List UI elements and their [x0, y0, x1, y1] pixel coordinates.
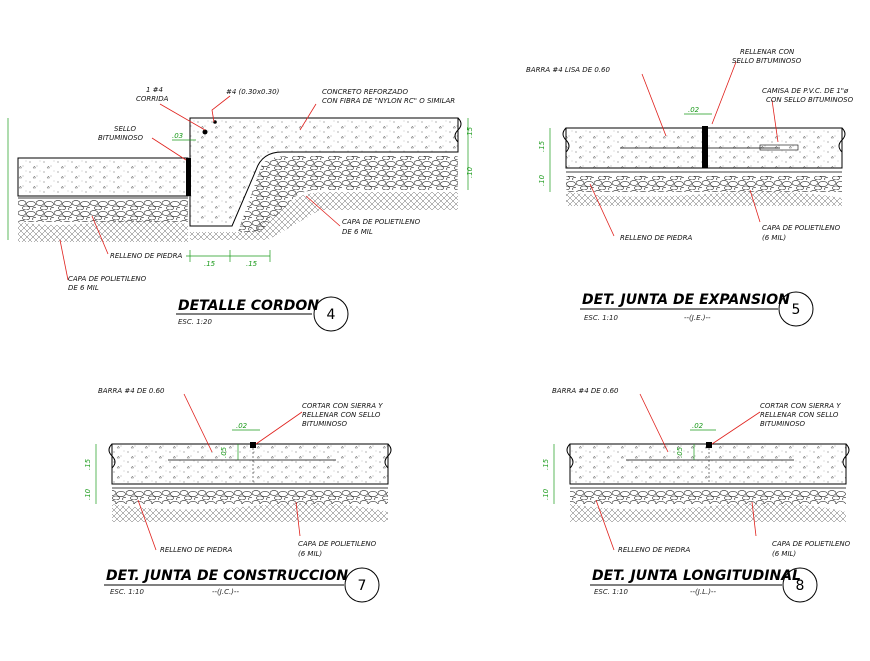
soil-left	[18, 219, 188, 242]
label-cut-3: BITUMINOSO	[302, 420, 348, 428]
label-concrete-2: CON FIBRA DE "NYLON RC" O SIMILAR	[322, 97, 455, 105]
label-concrete-1: CONCRETO REFORZADO	[322, 88, 408, 96]
detail-title: DETALLE CORDON	[178, 298, 319, 314]
detail-code: --(J.C.)--	[212, 588, 239, 596]
label-cut-3: BITUMINOSO	[760, 420, 806, 428]
label-layer-2: (6 MIL)	[772, 550, 796, 558]
label-layer-2: DE 6 MIL	[68, 284, 99, 292]
dim-10: .10	[466, 166, 474, 178]
dim-02: .02	[688, 106, 700, 114]
detail-title: DET. JUNTA LONGITUDINAL	[592, 568, 801, 584]
label-poly-2: DE 6 MIL	[342, 228, 373, 236]
label-bar: BARRA #4 LISA DE 0.60	[526, 66, 610, 74]
label-poly-1: CAPA DE POLIETILENO	[342, 218, 421, 226]
dim-15b: .15	[246, 260, 258, 268]
label-cut-1: CORTAR CON SIERRA Y	[760, 402, 841, 410]
dim-03: .03	[172, 132, 183, 140]
label-layer-1: CAPA DE POLIETILENO	[762, 224, 841, 232]
dim-15: .15	[542, 458, 550, 470]
detail-scale: ESC. 1:20	[178, 318, 212, 326]
label-seal-2: BITUMINOSO	[98, 134, 144, 142]
detail-construction: .15 .10 .02 .05 BARRA #4 DE 0.60 CORTAR …	[84, 387, 392, 603]
detail-scale: ESC. 1:10	[584, 314, 618, 322]
label-sleeve-2: CON SELLO BITUMINOSO	[766, 96, 854, 104]
dim-15a: .15	[204, 260, 216, 268]
label-stone-fill: RELLENO DE PIEDRA	[620, 234, 692, 242]
label-bar: 1 #4	[146, 86, 163, 94]
label-seal-1: SELLO	[114, 125, 136, 133]
curb-concrete	[189, 117, 459, 227]
label-bar-corrida: CORRIDA	[136, 95, 169, 103]
detail-title: DET. JUNTA DE CONSTRUCCION	[106, 568, 348, 584]
detail-code: --(J.L.)--	[690, 588, 716, 596]
dim-10: .10	[84, 488, 92, 500]
detail-number: 8	[796, 578, 805, 594]
label-bar: BARRA #4 DE 0.60	[552, 387, 619, 395]
detail-longitudinal: .15 .10 .02 .05 BARRA #4 DE 0.60 CORTAR …	[542, 387, 851, 603]
label-cut-1: CORTAR CON SIERRA Y	[302, 402, 383, 410]
label-cut-2: RELLENAR CON SELLO	[760, 411, 839, 419]
label-fill-1: RELLENAR CON	[740, 48, 795, 56]
label-bar: BARRA #4 DE 0.60	[98, 387, 165, 395]
soil-right	[190, 192, 458, 240]
label-layer-1: CAPA DE POLIETILENO	[772, 540, 851, 548]
dim-05: .05	[676, 446, 684, 458]
detail-scale: ESC. 1:10	[594, 588, 628, 596]
label-stone-fill: RELLENO DE PIEDRA	[618, 546, 690, 554]
dim-02: .02	[236, 422, 248, 430]
label-layer-1: CAPA DE POLIETILENO	[298, 540, 377, 548]
dim-15: .15	[84, 458, 92, 470]
label-fill-2: SELLO BITUMINOSO	[732, 57, 802, 65]
dim-05: .05	[220, 446, 228, 458]
detail-expansion: .15 .10 .02 BARRA #4 LISA DE 0.60 RELLEN…	[526, 48, 854, 327]
leaders-cordon	[59, 95, 341, 281]
detail-number-circle	[313, 296, 349, 332]
label-cut-2: RELLENAR CON SELLO	[302, 411, 381, 419]
pavement-slab-left	[17, 157, 189, 197]
detail-number: 5	[792, 302, 801, 318]
dim-10: .10	[538, 174, 546, 186]
label-layer-2: (6 MIL)	[762, 234, 786, 242]
label-stone-fill: RELLENO DE PIEDRA	[110, 252, 182, 260]
detail-number: 7	[358, 578, 367, 594]
detail-cordon: .03 .15 .15 .15 .10 1 #4 CORRIDA #4 (0.3…	[7, 86, 474, 332]
dim-02: .02	[692, 422, 704, 430]
dim-15c: .15	[466, 126, 474, 138]
label-layer-2: (6 MIL)	[298, 550, 322, 558]
dim-15: .15	[538, 140, 546, 152]
dimensions-cordon	[7, 118, 469, 262]
label-stone-fill: RELLENO DE PIEDRA	[160, 546, 232, 554]
label-sleeve-1: CAMISA DE P.V.C. DE 1"ø	[762, 87, 849, 95]
detail-scale: ESC. 1:10	[110, 588, 144, 596]
label-layer-1: CAPA DE POLIETILENO	[68, 275, 147, 283]
detail-code: --(J.E.)--	[684, 314, 711, 322]
expansion-seal	[702, 126, 708, 168]
stone-fill-left	[18, 200, 188, 222]
stone-fill-right	[238, 156, 458, 232]
dim-10: .10	[542, 488, 550, 500]
bituminous-seal	[186, 158, 191, 196]
label-bar-spacing: #4 (0.30x0.30)	[226, 88, 280, 96]
detail-number: 4	[327, 307, 336, 323]
detail-title: DET. JUNTA DE EXPANSION	[582, 292, 790, 308]
